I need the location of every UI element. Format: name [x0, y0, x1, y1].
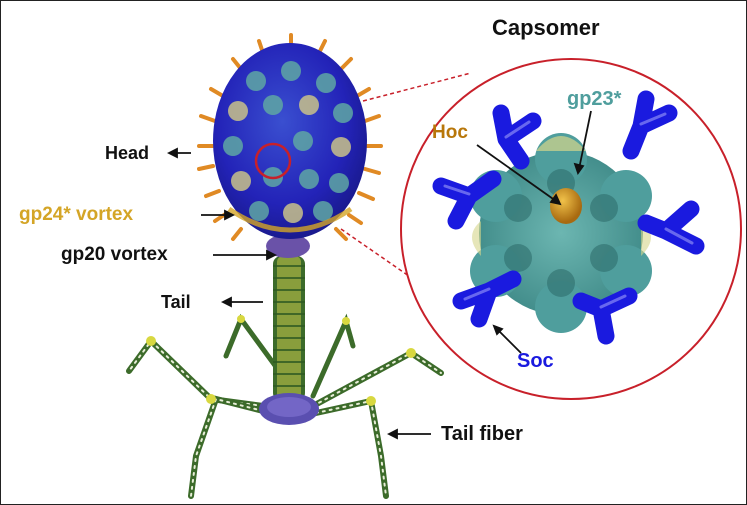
head-capsomers [223, 61, 353, 223]
zoom-line-top [362, 72, 472, 102]
gp23-label: gp23* [567, 88, 622, 110]
tail-label: Tail [161, 292, 191, 312]
gp20-portal [266, 234, 310, 258]
capsomer-model [432, 90, 705, 345]
phage-model [126, 33, 444, 499]
head-label: Head [105, 143, 150, 163]
tail-sheath [273, 256, 305, 401]
soc-trimers [432, 90, 705, 345]
label-arrows [166, 110, 592, 440]
tail-fibers [126, 313, 444, 499]
gp20-vortex-label: gp20 vortex [61, 244, 168, 265]
hoc-fibres [197, 33, 383, 241]
soc-label: Soc [517, 350, 554, 372]
tail-fiber-label: Tail fiber [441, 423, 523, 445]
hoc-protein [550, 188, 582, 224]
zoom-line-bottom [340, 228, 472, 320]
highlight-circle [254, 142, 292, 180]
hoc-label: Hoc [432, 122, 468, 143]
capsomer-title: Capsomer [492, 15, 600, 40]
gp24-vortex-label: gp24* vortex [19, 204, 134, 225]
